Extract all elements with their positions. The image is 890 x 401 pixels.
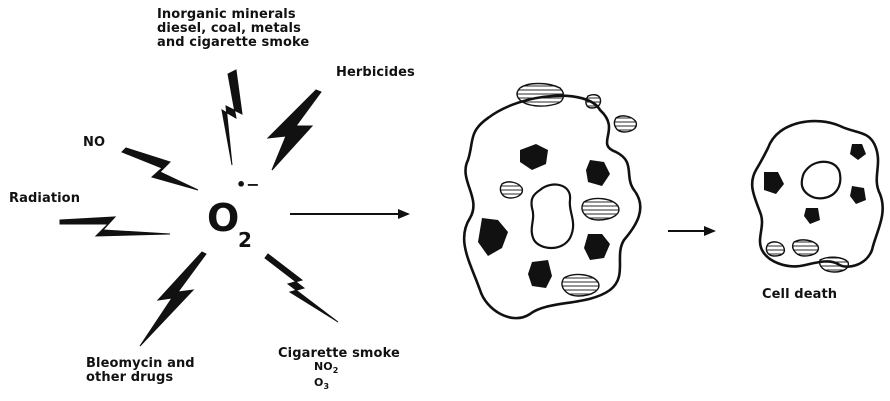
bolt-herbicides <box>268 90 321 170</box>
damaged-organelle <box>517 84 563 107</box>
damaged-organelle <box>500 182 522 198</box>
dying-cell <box>752 121 883 272</box>
damaged-organelle <box>562 275 599 296</box>
damaged-organelle <box>793 240 819 256</box>
damaged-cell <box>464 84 640 319</box>
bolt-inorganic <box>222 70 242 165</box>
damaged-organelle <box>614 116 636 132</box>
damaged-organelle <box>586 95 601 108</box>
damaged-organelle <box>766 242 784 256</box>
bolt-bleomycin <box>140 252 206 346</box>
bolt-no <box>122 148 198 190</box>
damaged-organelle <box>820 257 849 272</box>
cell-nucleus <box>531 185 573 248</box>
dying-cell-nucleus <box>802 162 841 199</box>
bolt-radiation <box>60 217 170 236</box>
bolt-cigarette <box>265 254 338 322</box>
damaged-organelle <box>582 199 619 220</box>
